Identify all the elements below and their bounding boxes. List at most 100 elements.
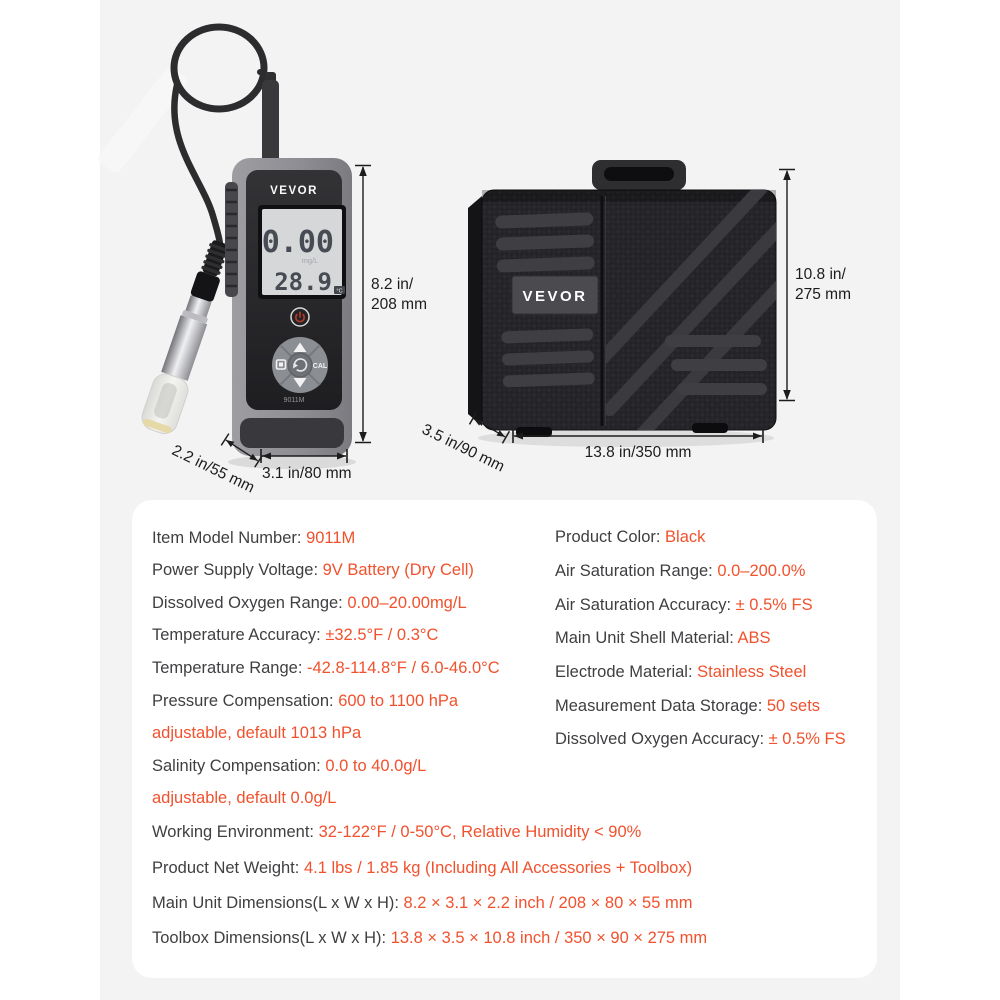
up-arrow-icon [293, 342, 307, 352]
spec-value: ±32.5°F / 0.3°C [325, 626, 439, 645]
spec-label: Temperature Range: [152, 659, 308, 678]
spec-row: Measurement Data Storage: 50 sets [555, 690, 846, 724]
spec-panel: Item Model Number: 9011M Power Supply Vo… [132, 500, 877, 978]
spec-label: Electrode Material: [555, 663, 698, 681]
spec-label: Air Saturation Accuracy: [555, 595, 736, 614]
meter-bottom-base [240, 418, 344, 448]
toolbox-front: VEVOR [481, 189, 777, 431]
spec-value: adjustable, default 0.0g/L [152, 789, 337, 808]
spec-row: Item Model Number: 9011M [152, 522, 500, 555]
spec-row-continuation: adjustable, default 0.0g/L [152, 782, 500, 815]
probe-sensor-tip [142, 418, 172, 434]
spec-row: Salinity Compensation: 0.0 to 40.0g/L [152, 750, 500, 783]
power-button [290, 307, 310, 327]
spec-value: ± 0.5% FS [735, 595, 813, 614]
spec-row: Air Saturation Range: 0.0–200.0% [555, 555, 846, 589]
toolbox-svg: VEVOR [468, 160, 777, 447]
meter-height-label: 8.2 in/ 208 mm [371, 276, 427, 313]
enter-button [287, 352, 313, 378]
meter-body: VEVOR [225, 158, 352, 456]
spec-value: Black [665, 528, 706, 547]
do-meter-illustration: VEVOR 0.00 mg/L 28.9 °C CAL [120, 20, 390, 480]
meter-width-label: 3.1 in/80 mm [262, 465, 352, 482]
spec-value: 50 sets [766, 696, 821, 715]
spec-row: Temperature Accuracy: ±32.5°F / 0.3°C [152, 619, 500, 652]
toolbox-brand-plate: VEVOR [511, 275, 599, 315]
case-height-arrow [776, 168, 798, 407]
case-width-label: 13.8 in/350 mm [584, 444, 692, 461]
lcd-primary-value: 0.00 [262, 225, 334, 260]
spec-row: Toolbox Dimensions(L x W x H): 13.8 × 3.… [152, 921, 707, 956]
cal-button-label: CAL [313, 363, 328, 370]
meter-side-grip [225, 182, 238, 297]
spec-row: Temperature Range: -42.8-114.8°F / 6.0-4… [152, 652, 500, 685]
toolbox-brand-logo: VEVOR [522, 288, 587, 305]
spec-value: 0.0 to 40.0g/L [325, 756, 427, 775]
spec-column-left: Item Model Number: 9011M Power Supply Vo… [152, 522, 500, 815]
spec-value: Stainless Steel [697, 663, 807, 681]
toolbox-side-panel [468, 196, 482, 426]
spec-row: Power Supply Voltage: 9V Battery (Dry Ce… [152, 554, 500, 587]
spec-row: Electrode Material: Stainless Steel [555, 656, 846, 690]
do-meter-svg: VEVOR 0.00 mg/L 28.9 °C CAL [141, 23, 356, 469]
mode-icon [275, 359, 287, 370]
spec-label: Pressure Compensation: [152, 691, 339, 710]
spec-label: Toolbox Dimensions(L x W x H): [152, 929, 391, 948]
dpad-control: CAL [272, 337, 328, 393]
spec-label: Main Unit Shell Material: [555, 629, 738, 648]
case-depth-arrow [465, 410, 512, 449]
spec-label: Temperature Accuracy: [152, 626, 326, 645]
spec-value: 8.2 × 3.1 × 2.2 inch / 208 × 80 × 55 mm [403, 893, 693, 912]
power-icon [294, 311, 306, 323]
spec-label: Dissolved Oxygen Accuracy: [555, 730, 769, 749]
toolbox-left-ribs [495, 212, 595, 388]
do-probe [141, 240, 229, 435]
spec-value: 13.8 × 3.5 × 10.8 inch / 350 × 90 × 275 … [390, 929, 708, 948]
spec-value: 9011M [306, 528, 356, 547]
meter-height-arrow [352, 164, 374, 449]
spec-row: Main Unit Dimensions(L x W x H): 8.2 × 3… [152, 886, 707, 921]
spec-label: Dissolved Oxygen Range: [152, 593, 348, 612]
down-arrow-icon [293, 378, 307, 388]
spec-value: ABS [737, 629, 771, 648]
spec-value: 32-122°F / 0-50°C, Relative Humidity < 9… [318, 823, 642, 842]
spec-row: Product Net Weight: 4.1 lbs / 1.85 kg (I… [152, 851, 707, 886]
spec-label: Item Model Number: [152, 528, 307, 547]
toolbox-diagonal-ridges [605, 190, 776, 430]
lcd-primary-unit: mg/L [302, 256, 319, 265]
lcd-display: 0.00 mg/L 28.9 °C [258, 205, 346, 299]
spec-row-continuation: adjustable, default 1013 hPa [152, 717, 500, 750]
spec-row: Dissolved Oxygen Accuracy: ± 0.5% FS [555, 723, 846, 757]
spec-row: Air Saturation Accuracy: ± 0.5% FS [555, 589, 846, 623]
spec-label: Salinity Compensation: [152, 756, 326, 775]
lcd-secondary-value: 28.9 [274, 268, 332, 296]
spec-label: Measurement Data Storage: [555, 696, 767, 715]
toolbox-foot [516, 427, 552, 437]
spec-row: Main Unit Shell Material: ABS [555, 622, 846, 656]
toolbox-shadow [478, 429, 774, 447]
toolbox-foot [692, 423, 728, 433]
spec-label: Product Color: [555, 528, 666, 547]
spec-column-right: Product Color: Black Air Saturation Rang… [555, 521, 846, 757]
spec-column-full: Working Environment: 32-122°F / 0-50°C, … [152, 815, 707, 956]
meter-width-arrow [259, 448, 349, 469]
spec-row: Dissolved Oxygen Range: 0.00–20.00mg/L [152, 587, 500, 620]
spec-label: Air Saturation Range: [555, 561, 718, 580]
spec-value: 9V Battery (Dry Cell) [322, 561, 474, 580]
lcd-secondary-unit: °C [336, 289, 342, 295]
spec-value: ± 0.5% FS [768, 730, 846, 749]
spec-value: adjustable, default 1013 hPa [152, 724, 362, 743]
spec-row: Pressure Compensation: 600 to 1100 hPa [152, 685, 500, 718]
spec-value: 4.1 lbs / 1.85 kg (Including All Accesso… [303, 858, 693, 877]
refresh-icon [293, 358, 308, 372]
case-height-label: 10.8 in/ 275 mm [795, 266, 851, 303]
toolbox-illustration: VEVOR [450, 150, 790, 450]
spec-label: Main Unit Dimensions(L x W x H): [152, 893, 404, 912]
spec-row: Working Environment: 32-122°F / 0-50°C, … [152, 815, 707, 850]
toolbox-handle [592, 160, 686, 190]
spec-value: 600 to 1100 hPa [338, 691, 459, 710]
spec-value: 0.00–20.00mg/L [347, 593, 467, 612]
meter-top-connector [262, 72, 279, 168]
meter-model-label: 9011M [284, 397, 305, 404]
spec-label: Working Environment: [152, 823, 319, 842]
